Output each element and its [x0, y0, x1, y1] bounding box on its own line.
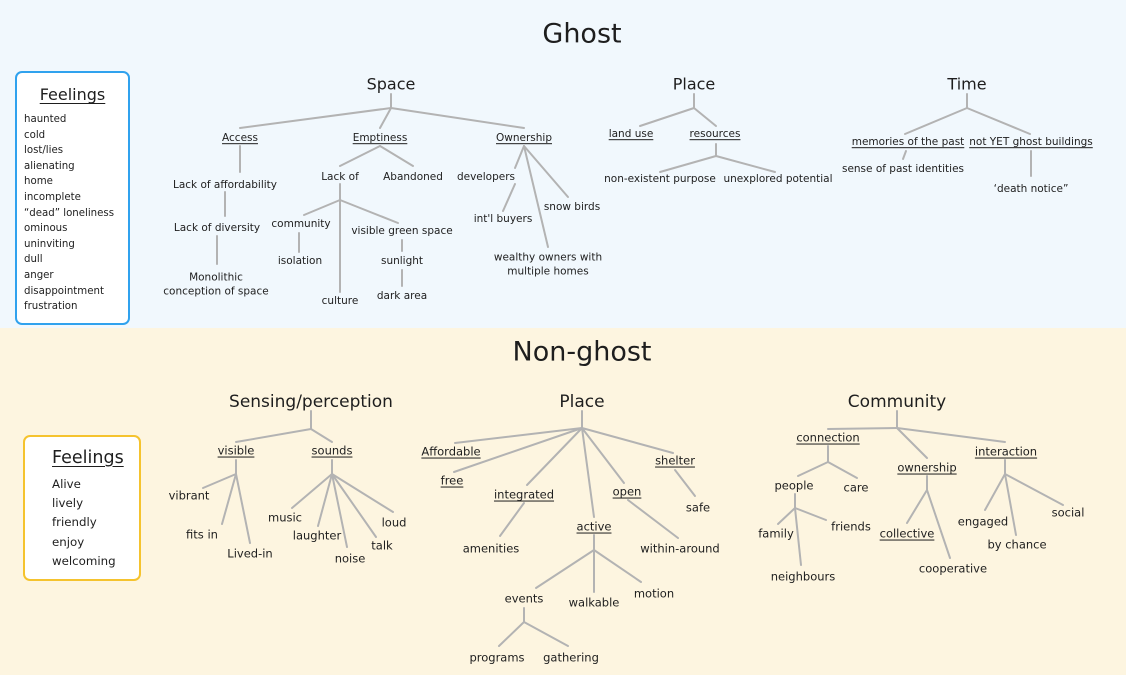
developers-node: developers [456, 171, 516, 184]
isolation-node: isolation [277, 255, 323, 268]
by-chance-node: by chance [987, 537, 1047, 552]
feeling-item: incomplete [24, 191, 81, 203]
feeling-item: alienating [24, 160, 75, 172]
sense-of-past-identities-node: sense of past identities [841, 163, 965, 176]
ownership-node: ownership [897, 460, 957, 475]
visible-green-space-node: visible green space [351, 225, 453, 238]
non-ghost-title: Non-ghost [512, 336, 652, 368]
feeling-item: home [24, 176, 53, 188]
memories-of-the-past-node: memories of the past [851, 136, 965, 149]
walkable-node: walkable [568, 595, 620, 610]
neighbours-node: neighbours [770, 569, 836, 584]
feeling-item: welcoming [52, 553, 116, 568]
programs-node: programs [469, 650, 525, 665]
non-ghost-feelings-box: Feelings Alive lively friendly enjoy wel… [23, 435, 141, 581]
ghost-feelings-title: Feelings [39, 85, 106, 104]
feeling-item: haunted [24, 114, 67, 125]
community-node: community [271, 218, 331, 231]
events-node: events [504, 591, 544, 606]
unexplored-potential-node: unexplored potential [723, 173, 833, 186]
feeling-item: dull [24, 254, 43, 266]
dark-area-node: dark area [376, 290, 428, 303]
resources-node: resources [689, 128, 741, 141]
laughter-node: laughter [292, 528, 342, 543]
feeling-item: enjoy [52, 534, 85, 549]
land-use-node: land use [608, 128, 654, 141]
social-node: social [1051, 505, 1085, 520]
culture-node: culture [321, 295, 359, 308]
people-node: people [774, 478, 814, 493]
care-node: care [843, 480, 869, 495]
engaged-node: engaged [957, 514, 1009, 529]
non-ghost-place-node: Place [559, 391, 605, 412]
sunlight-node: sunlight [380, 255, 424, 268]
lived-in-node: Lived-in [227, 546, 273, 561]
non-ghost-feelings-list: Alive lively friendly enjoy welcoming [52, 475, 139, 571]
shelter-node: shelter [655, 453, 695, 468]
ownership-node: Ownership [496, 132, 552, 145]
ghost-title: Ghost [542, 18, 622, 50]
monolithic-conception-node: Monolithic conception of space [163, 271, 269, 297]
lack-of-diversity-node: Lack of diversity [173, 222, 261, 235]
friends-node: friends [831, 519, 871, 534]
ghost-place-node: Place [672, 74, 716, 94]
feeling-item: lively [52, 496, 84, 511]
family-node: family [758, 526, 794, 541]
free-node: free [440, 473, 464, 488]
vibrant-node: vibrant [168, 488, 210, 503]
space-node: Space [366, 74, 416, 94]
visible-node: visible [217, 443, 255, 458]
non-existent-purpose-node: non-existent purpose [604, 173, 716, 186]
wealthy-owners-node: wealthy owners with multiple homes [493, 251, 603, 277]
open-node: open [612, 484, 642, 499]
feeling-item: uninviting [24, 238, 75, 250]
feeling-item: “dead” loneliness [24, 207, 115, 219]
noise-node: noise [334, 551, 366, 566]
loud-node: loud [381, 515, 407, 530]
ghost-feelings-box: Feelings haunted cold lost/lies alienati… [15, 71, 130, 325]
feeling-item: cold [24, 129, 46, 141]
within-around-node: within-around [640, 541, 720, 556]
music-node: music [267, 510, 303, 525]
feeling-item: disappointment [24, 285, 104, 297]
feeling-item: frustration [24, 301, 78, 313]
fits-in-node: fits in [186, 527, 218, 542]
active-node: active [576, 519, 612, 534]
connection-node: connection [796, 430, 860, 445]
interaction-node: interaction [974, 444, 1038, 459]
cooperative-node: cooperative [918, 561, 988, 576]
feeling-item: anger [24, 269, 54, 281]
intl-buyers-node: int'l buyers [473, 213, 533, 226]
sensing-perception-node: Sensing/perception [229, 391, 393, 412]
amenities-node: amenities [462, 541, 520, 556]
emptiness-node: Emptiness [352, 132, 408, 145]
time-node: Time [947, 74, 987, 94]
access-node: Access [222, 132, 258, 145]
not-yet-ghost-buildings-node: not YET ghost buildings [969, 136, 1093, 149]
affordable-node: Affordable [421, 444, 481, 459]
feeling-item: Alive [52, 477, 81, 491]
non-ghost-feelings-title: Feelings [52, 448, 124, 468]
collective-node: collective [879, 526, 935, 541]
talk-node: talk [371, 538, 393, 553]
death-notice-node: ‘death notice” [993, 183, 1069, 196]
ghost-section [0, 0, 1126, 328]
lack-of-node: Lack of [321, 171, 359, 184]
abandoned-node: Abandoned [383, 171, 443, 184]
ghost-feelings-list: haunted cold lost/lies alienating home i… [24, 112, 128, 315]
feeling-item: lost/lies [24, 145, 64, 157]
gathering-node: gathering [543, 650, 599, 665]
community-node: Community [847, 391, 947, 412]
lack-of-affordability-node: Lack of affordability [172, 179, 278, 192]
sounds-node: sounds [311, 443, 353, 458]
feeling-item: ominous [24, 223, 68, 235]
motion-node: motion [633, 586, 675, 601]
snow-birds-node: snow birds [543, 201, 601, 214]
safe-node: safe [685, 500, 711, 515]
non-ghost-section [0, 328, 1126, 675]
integrated-node: integrated [493, 487, 555, 502]
feeling-item: friendly [52, 515, 97, 530]
